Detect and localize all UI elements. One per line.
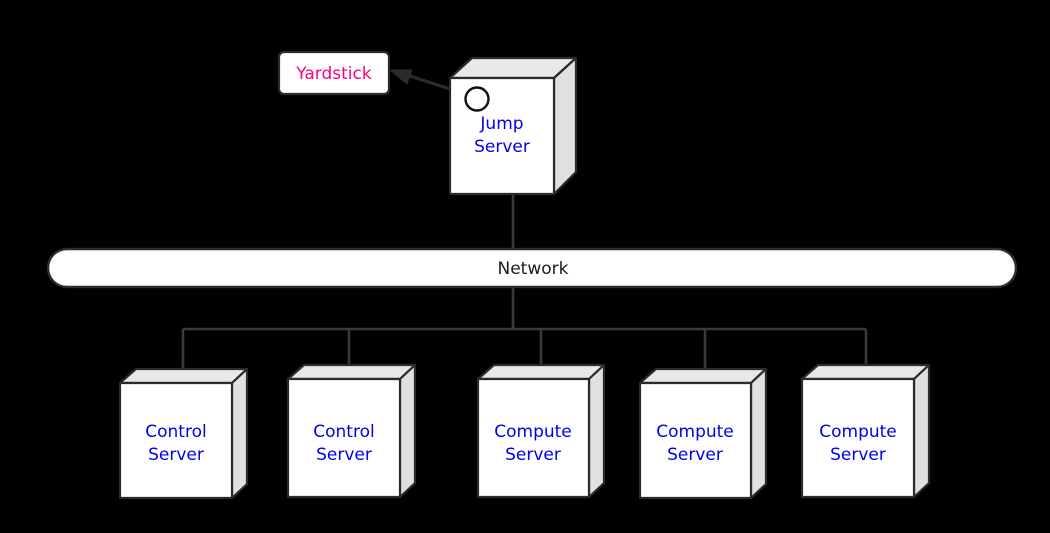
network-node[interactable]: Network xyxy=(46,247,1018,289)
compute-server-3-cube-front xyxy=(800,377,916,499)
compute-server-1-label-line1: Compute xyxy=(494,422,572,442)
compute-server-2-cube-side xyxy=(749,367,768,500)
control-server-1-label-line2: Server xyxy=(148,445,204,465)
jump-server-label-line2: Server xyxy=(474,137,530,157)
compute-server-2-cube-front xyxy=(638,381,753,500)
jump-server-node[interactable]: Jump Server xyxy=(448,56,578,196)
control-server-2-node[interactable]: Control Server xyxy=(286,363,417,499)
compute-server-3-cube-top xyxy=(800,363,931,381)
control-server-2-label-line1: Control xyxy=(313,422,374,442)
yardstick-label: Yardstick xyxy=(295,64,372,84)
network-label: Network xyxy=(498,259,569,279)
compute-server-3-label-line1: Compute xyxy=(819,422,897,442)
compute-server-2-label-line2: Server xyxy=(667,445,723,465)
control-server-2-label-line2: Server xyxy=(316,445,372,465)
control-server-1-label-line1: Control xyxy=(145,422,206,442)
yardstick-node[interactable]: Yardstick xyxy=(277,50,391,96)
control-server-1-cube-side xyxy=(230,367,249,500)
compute-server-3-node[interactable]: Compute Server xyxy=(800,363,931,499)
control-server-1-cube-front xyxy=(118,381,234,500)
network-bar xyxy=(46,247,1018,289)
compute-server-1-node[interactable]: Compute Server xyxy=(476,363,606,499)
control-server-2-cube-side xyxy=(398,363,417,499)
control-server-1-node[interactable]: Control Server xyxy=(118,367,249,500)
control-server-2-cube-top xyxy=(286,363,417,381)
yardstick-box xyxy=(277,50,391,96)
compute-server-2-cube-top xyxy=(638,367,768,385)
compute-server-1-cube-side xyxy=(587,363,606,499)
compute-server-2-node[interactable]: Compute Server xyxy=(638,367,768,500)
compute-server-3-label-line2: Server xyxy=(830,445,886,465)
association-arrow-head xyxy=(388,69,413,85)
jump-server-cube-side xyxy=(552,56,578,196)
control-server-1-cube-top xyxy=(118,367,249,385)
jump-server-label-line1: Jump xyxy=(479,114,523,134)
compute-server-2-label-line1: Compute xyxy=(656,422,734,442)
compute-server-1-cube-front xyxy=(476,377,591,499)
jump-server-cube-front xyxy=(448,76,556,196)
compute-server-1-cube-top xyxy=(476,363,606,381)
connector-group xyxy=(181,194,868,375)
jump-server-interface-circle-icon[interactable] xyxy=(464,86,490,112)
control-server-2-cube-front xyxy=(286,377,402,499)
compute-server-3-cube-side xyxy=(912,363,931,499)
compute-server-1-label-line2: Server xyxy=(505,445,561,465)
